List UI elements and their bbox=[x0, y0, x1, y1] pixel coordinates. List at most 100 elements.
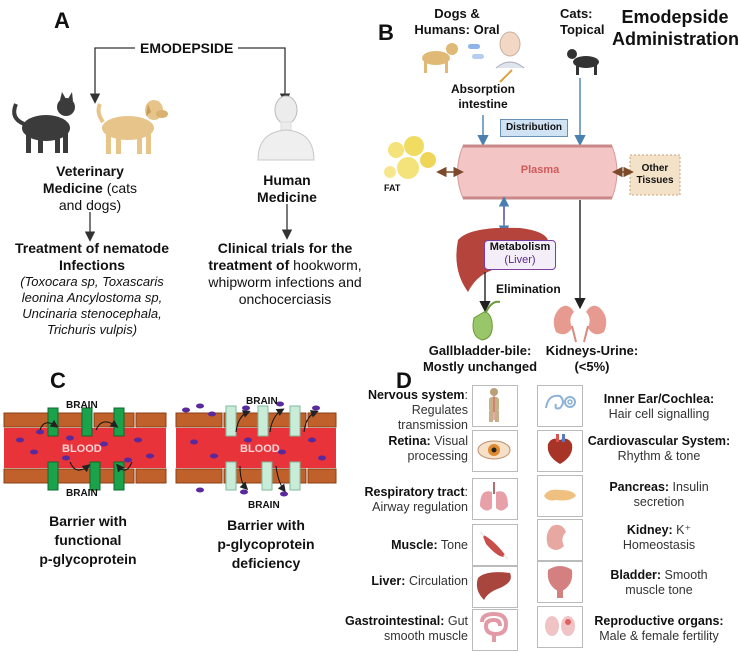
organ-reproductive-label: Reproductive organs: Male & female ferti… bbox=[594, 614, 724, 643]
caption-functional: Barrier with functional p-glycoprotein bbox=[8, 512, 168, 569]
organ-box-nervous bbox=[472, 385, 518, 427]
vet-species-line: leonina Ancylostoma sp, bbox=[21, 290, 163, 305]
pgp-functional bbox=[47, 407, 59, 437]
cat-icon bbox=[12, 92, 75, 153]
other-tissues-label: Other Tissues bbox=[630, 163, 680, 187]
organ-bladder-label: Bladder: Smooth muscle tone bbox=[610, 568, 708, 597]
human-outcome-title2: treatment of bbox=[208, 257, 290, 273]
organ-box-liver bbox=[472, 566, 518, 608]
pgp-deficient bbox=[261, 461, 273, 491]
absorption-label: Absorption intestine bbox=[428, 82, 538, 112]
organ-box-muscle bbox=[472, 524, 518, 566]
brain-label-top-left: BRAIN bbox=[66, 400, 98, 411]
pgp-functional bbox=[47, 461, 59, 491]
oral-route-label: Dogs & Humans: Oral bbox=[405, 6, 509, 38]
distribution-box: Distribution bbox=[500, 119, 568, 137]
caption-functional-line: Barrier with bbox=[49, 513, 127, 529]
organ-box-kidney bbox=[537, 519, 583, 561]
kidneys-line2: (<5%) bbox=[574, 359, 610, 374]
vet-title: Veterinary bbox=[56, 163, 124, 179]
gallbladder-line1: Gallbladder-bile: bbox=[428, 343, 532, 358]
topical-line2: Topical bbox=[560, 22, 605, 37]
human-outcome: Clinical trials for the treatment of hoo… bbox=[200, 240, 370, 308]
organ-retina-label: Retina: Visual processing bbox=[388, 434, 468, 463]
arrow-to-vet bbox=[89, 47, 135, 104]
liver-label: (Liver) bbox=[504, 254, 536, 266]
gallbladder-line2: Mostly unchanged bbox=[422, 359, 538, 374]
vet-species-list: (Toxocara sp, Toxascaris leonina Ancylos… bbox=[4, 274, 180, 338]
topical-route-label: Cats: Topical bbox=[560, 6, 605, 38]
small-cat-icon bbox=[567, 49, 599, 75]
caption-functional-line: functional bbox=[54, 532, 122, 548]
organ-muscle-label: Muscle: Tone bbox=[391, 538, 468, 552]
organ-liver-label: Liver: Circulation bbox=[371, 574, 468, 588]
absorption-line1: Absorption bbox=[451, 82, 515, 96]
vet-species-line: Uncinaria stenocephala, bbox=[22, 306, 162, 321]
vet-outcome-title: Treatment of nematode bbox=[14, 240, 170, 256]
panel-b-title-line1: Emodepside bbox=[621, 7, 729, 27]
pgp-functional bbox=[113, 461, 125, 491]
vet-paren: (cats bbox=[106, 180, 138, 196]
panel-b-label: B bbox=[378, 20, 394, 45]
pgp-deficient bbox=[289, 461, 301, 491]
organ-cardio-label: Cardiovascular System: Rhythm & tone bbox=[587, 434, 731, 463]
human-outcome-line: onchocerciasis bbox=[238, 291, 332, 307]
kidneys-line1: Kidneys-Urine: bbox=[545, 343, 639, 358]
kidneys-label: Kidneys-Urine: (<5%) bbox=[540, 343, 644, 375]
pgp-functional bbox=[89, 461, 101, 491]
human-title2: Medicine bbox=[257, 189, 317, 205]
gallbladder-icon bbox=[472, 300, 501, 341]
fat-label: FAT bbox=[384, 183, 401, 193]
pgp-deficient bbox=[225, 461, 237, 491]
vet-outcome: Treatment of nematode Infections (Toxoca… bbox=[4, 240, 180, 338]
vet-title2: Medicine bbox=[42, 180, 103, 196]
small-dog-icon bbox=[422, 43, 458, 73]
human-outcome-title: Clinical trials for the bbox=[217, 240, 353, 256]
brain-label-top-right: BRAIN bbox=[246, 396, 278, 407]
vet-species-line: Trichuris vulpis) bbox=[46, 322, 138, 337]
organ-box-ear bbox=[537, 385, 583, 427]
brain-label-bottom-right: BRAIN bbox=[248, 500, 280, 511]
blood-label-right: BLOOD bbox=[240, 443, 280, 455]
panel-b-title-line2: Administration bbox=[612, 29, 738, 49]
brain-label-bottom-left: BRAIN bbox=[66, 488, 98, 499]
vet-outcome-title2: Infections bbox=[58, 257, 126, 273]
human-head-icon bbox=[495, 31, 525, 83]
pgp-deficient bbox=[225, 405, 237, 437]
panel-a-label: A bbox=[54, 8, 70, 33]
caption-deficient-line: Barrier with bbox=[227, 517, 305, 533]
pills-icon bbox=[468, 44, 484, 59]
organ-ear-label: Inner Ear/Cochlea: Hair cell signalling bbox=[603, 392, 715, 421]
arrow-to-human bbox=[238, 47, 291, 104]
pgp-functional bbox=[113, 407, 125, 437]
vet-paren2: and dogs) bbox=[58, 197, 122, 213]
emodepside-heading: EMODEPSIDE bbox=[140, 40, 234, 56]
gallbladder-label: Gallbladder-bile: Mostly unchanged bbox=[420, 343, 540, 375]
other-tissues-line1: Other bbox=[641, 163, 669, 174]
organ-box-gi bbox=[472, 609, 518, 651]
panel-d-label: D bbox=[396, 368, 412, 393]
metabolism-box: Metabolism (Liver) bbox=[484, 240, 556, 270]
organ-box-respiratory bbox=[472, 478, 518, 520]
human-medicine-label: Human Medicine bbox=[245, 172, 329, 206]
panel-b-title: Emodepside Administration bbox=[612, 6, 738, 50]
caption-deficient-line: deficiency bbox=[231, 555, 301, 571]
absorption-line2: intestine bbox=[458, 97, 508, 111]
organ-gi-label: Gastrointestinal: Gut smooth muscle bbox=[345, 614, 468, 643]
caption-deficient: Barrier with p-glycoprotein deficiency bbox=[186, 516, 346, 573]
caption-functional-line: p-glycoprotein bbox=[39, 551, 137, 567]
human-figure-icon bbox=[257, 95, 315, 161]
human-outcome-rest: hookworm, bbox=[289, 257, 362, 273]
caption-deficient-line: p-glycoprotein bbox=[217, 536, 315, 552]
organ-box-heart bbox=[537, 430, 583, 472]
panel-c-label: C bbox=[50, 368, 66, 393]
organ-kidney-label: Kidney: K⁺ Homeostasis bbox=[622, 523, 696, 552]
organ-box-retina bbox=[472, 430, 518, 472]
plasma-label: Plasma bbox=[520, 164, 560, 176]
vet-medicine-label: Veterinary Medicine (cats and dogs) bbox=[30, 163, 150, 214]
oral-line2: Humans: Oral bbox=[414, 22, 500, 37]
fat-droplets-icon bbox=[384, 136, 436, 179]
other-tissues-line2: Tissues bbox=[636, 175, 674, 186]
elimination-label: Elimination bbox=[496, 282, 561, 296]
organ-respiratory-label: Respiratory tract: Airway regulation bbox=[364, 485, 468, 514]
